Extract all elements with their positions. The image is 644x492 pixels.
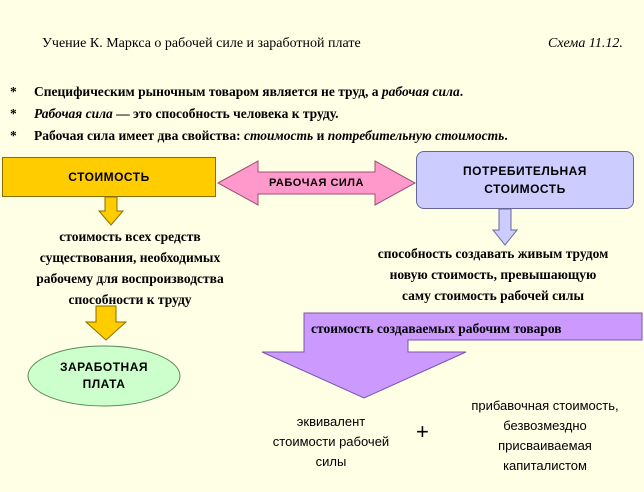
bullet-text-italic: Рабочая сила [34, 106, 113, 121]
bullet-text: и [313, 128, 328, 143]
description-line: стоимость всех средств [59, 229, 201, 244]
bullet-text: Рабочая сила имеет два свойства: [34, 128, 244, 143]
description-line: саму стоимость рабочей силы [402, 288, 584, 303]
equivalent-line: эквивалент [296, 414, 366, 429]
plus-sign: + [416, 419, 429, 444]
potreb-line-1: ПОТРЕБИТЕЛЬНАЯ [463, 164, 587, 178]
bullet-text: . [504, 128, 508, 143]
wage-ellipse [27, 345, 181, 407]
description-line: способности к труду [68, 292, 192, 307]
bullet-text-italic: рабочая сила [381, 84, 460, 99]
wage-label: ЗАРАБОТНАЯ ПЛАТА [28, 354, 180, 398]
bullet-text-italic: потребительную стоимость [327, 128, 505, 143]
potreb-stoimost-box: ПОТРЕБИТЕЛЬНАЯ СТОИМОСТЬ [416, 151, 634, 209]
potreb-description: способность создавать живым трудом новую… [348, 243, 638, 306]
bullet-text: . [459, 84, 464, 99]
equivalent-line: стоимости рабочей [272, 434, 390, 449]
goods-value-label: стоимость создаваемых рабочим товаров [311, 321, 562, 336]
description-line: существования, необходимых [39, 250, 221, 265]
surplus-line: прибавочная стоимость, [471, 398, 619, 413]
description-line: новую стоимость, превышающую [389, 267, 597, 282]
stoimost-box: СТОИМОСТЬ [2, 157, 216, 197]
surplus-text: прибавочная стоимость, безвозмездно прис… [455, 396, 635, 476]
rabochaya-sila-label: РАБОЧАЯ СИЛА [269, 177, 364, 189]
description-line: рабочему для воспроизводства [36, 271, 224, 286]
description-line: способность создавать живым трудом [377, 246, 609, 261]
arrow-down-potreb [491, 208, 519, 246]
wage-line-2: ПЛАТА [82, 377, 126, 391]
arrow-down-stoimost [97, 196, 125, 226]
potreb-line-2: СТОИМОСТЬ [484, 182, 566, 196]
bullet-2: * Рабочая сила — это способность человека… [10, 106, 339, 122]
bullet-text: Специфическим рыночным товаром является … [34, 84, 382, 99]
stoimost-description: стоимость всех средств существования, не… [10, 226, 250, 310]
surplus-line: присваиваемая [498, 438, 592, 453]
wage-line-1: ЗАРАБОТНАЯ [59, 360, 149, 374]
bullet-mark: * [10, 84, 17, 99]
goods-value-arrow [261, 312, 643, 399]
double-arrow-rabochaya-sila [216, 160, 417, 206]
surplus-line: безвозмездно [503, 418, 587, 433]
bullet-mark: * [10, 128, 17, 143]
equivalent-text: эквивалент стоимости рабочей силы [258, 412, 404, 472]
arrow-down-wage [84, 305, 128, 341]
diagram-title: Учение К. Маркса о рабочей силе и зарабо… [42, 36, 361, 51]
bullet-1: * Специфическим рыночным товаром является… [10, 84, 463, 100]
bullet-3: * Рабочая сила имеет два свойства: стоимо… [10, 128, 508, 144]
surplus-line: капиталистом [503, 458, 587, 473]
equivalent-line: силы [315, 454, 347, 469]
bullet-mark: * [10, 106, 17, 121]
scheme-label: Схема 11.12. [548, 36, 623, 51]
bullet-text: — это способность человека к труду. [112, 106, 339, 121]
bullet-text-italic: стоимость [243, 128, 314, 143]
